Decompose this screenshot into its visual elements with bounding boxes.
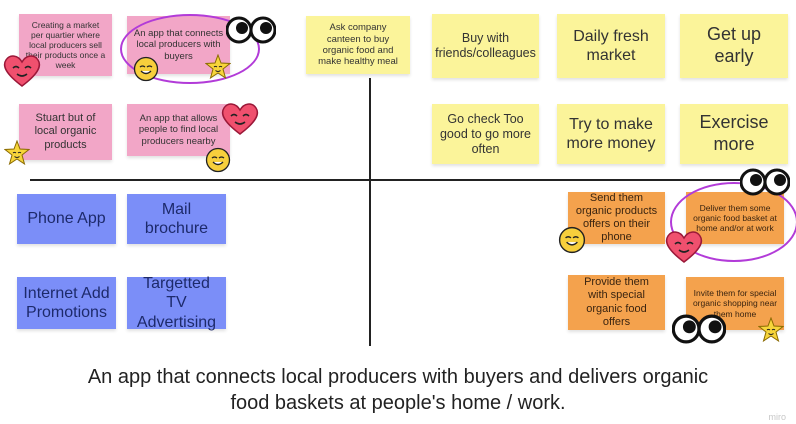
sticky-note-app-find-producers[interactable]: An app that allows people to find local … — [127, 104, 230, 156]
miro-watermark: miro — [768, 412, 787, 422]
note-text: Invite them for special organic shopping… — [692, 288, 778, 319]
note-text: Ask company canteen to buy organic food … — [318, 22, 398, 68]
sticky-note-mail-brochure[interactable]: Mail brochure — [127, 194, 226, 244]
sticky-note-stuart-local-products[interactable]: Stuart but of local organic products — [19, 104, 112, 160]
sticky-note-daily-fresh-market[interactable]: Daily fresh market — [557, 14, 665, 78]
note-text: Phone App — [27, 210, 106, 228]
heart-face-icon[interactable] — [220, 100, 260, 136]
note-text: Go check Too good to go more often — [439, 111, 532, 156]
sticky-note-phone-app[interactable]: Phone App — [17, 194, 116, 244]
sticky-note-internet-add[interactable]: Internet Add Promotions — [17, 277, 116, 329]
note-text: Mail brochure — [144, 200, 209, 237]
note-text: Provide them with special organic food o… — [584, 276, 649, 328]
note-text: Try to make more money — [566, 115, 656, 152]
note-text: Targetted TV Advertising — [136, 275, 217, 331]
sticky-note-buy-with-friends[interactable]: Buy with friends/colleagues — [432, 14, 539, 78]
eyes-icon[interactable] — [740, 168, 790, 196]
sticky-note-targetted-tv[interactable]: Targetted TV Advertising — [127, 275, 226, 331]
star-face-icon[interactable] — [205, 54, 231, 80]
star-face-icon[interactable] — [4, 140, 30, 166]
vertical-axis — [369, 78, 371, 346]
smile-face-icon[interactable] — [205, 147, 231, 173]
note-text: Send them organic products offers on the… — [575, 191, 658, 244]
whiteboard-canvas[interactable]: Creating a market per quartier where loc… — [0, 0, 796, 346]
note-text: Stuart but of local organic products — [34, 112, 97, 151]
heart-face-icon[interactable] — [664, 228, 704, 264]
eyes-icon[interactable] — [226, 16, 276, 44]
note-text: Creating a market per quartier where loc… — [25, 19, 106, 71]
heart-face-icon[interactable] — [2, 52, 42, 88]
smile-face-icon[interactable] — [558, 226, 586, 254]
note-text: Exercise more — [699, 112, 769, 154]
eyes-icon[interactable] — [672, 314, 726, 344]
caption-line-1: An app that connects local producers wit… — [87, 366, 709, 388]
note-text: Daily fresh market — [573, 27, 649, 64]
note-text: An app that allows people to find local … — [138, 112, 219, 147]
note-text: Internet Add Promotions — [23, 284, 110, 321]
summary-caption: An app that connects local producers wit… — [0, 364, 796, 416]
sticky-note-get-up-early[interactable]: Get up early — [680, 14, 788, 78]
caption-line-2: food baskets at people's home / work. — [230, 392, 566, 414]
highlight-circle — [670, 182, 796, 262]
sticky-note-make-more-money[interactable]: Try to make more money — [557, 104, 665, 164]
note-text: Buy with friends/colleagues — [435, 31, 536, 60]
sticky-note-special-offers[interactable]: Provide them with special organic food o… — [568, 275, 665, 330]
sticky-note-company-canteen[interactable]: Ask company canteen to buy organic food … — [306, 16, 410, 74]
sticky-note-exercise-more[interactable]: Exercise more — [680, 104, 788, 164]
note-text: Get up early — [706, 24, 762, 66]
highlight-circle — [120, 14, 260, 84]
star-face-icon[interactable] — [758, 317, 784, 343]
smile-face-icon[interactable] — [133, 56, 159, 82]
sticky-note-too-good-to-go[interactable]: Go check Too good to go more often — [432, 104, 539, 164]
horizontal-axis — [30, 179, 790, 181]
sticky-note-send-offers-phone[interactable]: Send them organic products offers on the… — [568, 192, 665, 244]
